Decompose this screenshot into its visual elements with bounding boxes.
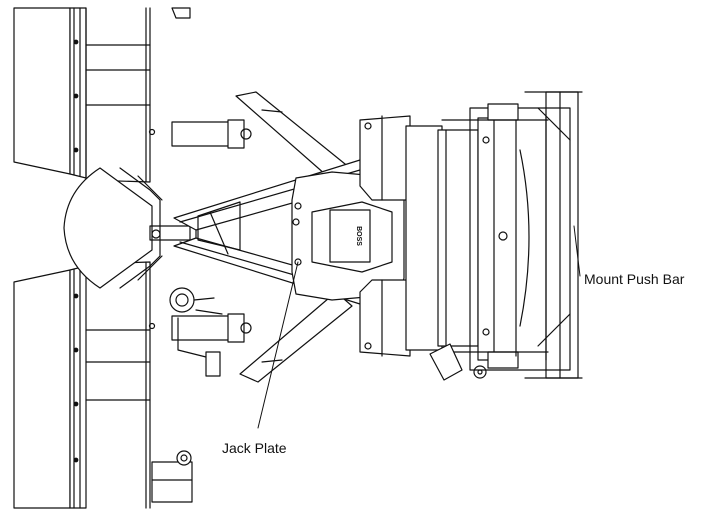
push-bar	[524, 91, 583, 379]
jack-stand	[169, 287, 221, 377]
mount-brackets	[359, 115, 411, 357]
jack-plate-leader	[257, 261, 299, 429]
mount-push-bar-label: Mount Push Bar	[584, 271, 685, 287]
lift-arms	[235, 91, 353, 383]
pivot-plate	[63, 167, 191, 289]
mount-push-bar-leader	[573, 225, 581, 277]
plow-moldboard	[13, 7, 191, 509]
jack-plate-label: Jack Plate	[222, 440, 287, 456]
lift-cylinders	[148, 119, 252, 343]
lower-latch	[195, 309, 487, 381]
bottom-bracket	[151, 450, 193, 503]
decal-text: BOSS	[355, 226, 362, 246]
jack-plate: BOSS	[291, 171, 405, 301]
